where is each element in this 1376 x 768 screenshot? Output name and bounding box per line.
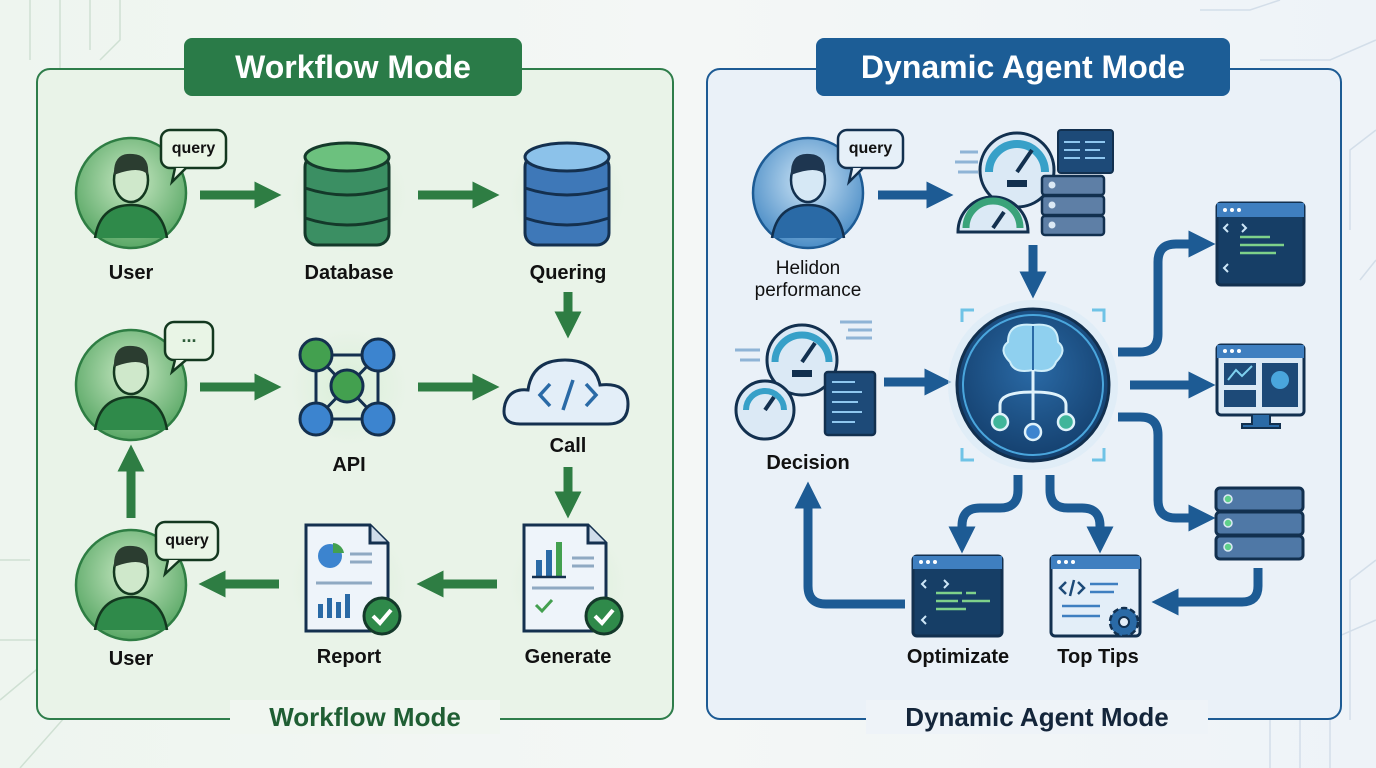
arrow-brain-to-code	[1118, 230, 1216, 357]
arrow-brain-to-toptips	[1045, 475, 1114, 554]
arrow-brain-to-optimize	[948, 475, 1023, 554]
workflow-footer-label: Workflow Mode	[230, 700, 500, 734]
speech-bubble-icon	[163, 320, 215, 376]
arrow-server-to-toptips	[1151, 568, 1263, 616]
bubble-text: query	[848, 140, 893, 157]
api-network-icon	[291, 329, 407, 445]
report-document-icon	[291, 523, 407, 642]
node-label-top-tips: Top Tips	[1057, 646, 1139, 668]
node-label-decision: Decision	[766, 452, 850, 474]
code-window-icon	[1215, 201, 1306, 287]
agent-footer-label: Dynamic Agent Mode	[866, 700, 1208, 734]
user-avatar-icon	[74, 136, 188, 250]
agent-title-badge: Dynamic Agent Mode	[816, 38, 1230, 96]
optimize-code-window-icon	[911, 554, 1004, 638]
generate-document-icon	[510, 523, 626, 642]
performance-gauge-icon	[955, 129, 1114, 237]
bubble-text: ...	[181, 326, 197, 346]
cloud-code-icon	[502, 358, 630, 426]
node-label-user: User	[108, 648, 154, 670]
database-icon	[291, 137, 407, 253]
user-avatar-icon	[74, 328, 188, 442]
node-label-api: API	[332, 454, 366, 476]
node-label-user: User	[108, 262, 154, 284]
gear-icon	[1108, 606, 1140, 638]
speech-bubble-icon	[159, 128, 228, 186]
node-label-database: Database	[304, 262, 394, 284]
dashboard-monitor-icon	[1215, 343, 1306, 429]
speech-bubble-icon	[836, 128, 905, 186]
bubble-text: query	[171, 140, 216, 157]
user-avatar-icon	[751, 136, 865, 250]
database-query-icon	[510, 137, 626, 253]
node-label-helidon-performance: Helidon performance	[754, 258, 862, 301]
arrow-optimize-to-decision	[794, 481, 905, 609]
decision-gauge-icon	[734, 320, 877, 441]
server-stack-icon	[1214, 486, 1305, 561]
arrow-brain-to-server	[1118, 412, 1216, 532]
node-label-generate: Generate	[524, 646, 612, 668]
bubble-text: query	[165, 532, 209, 549]
node-label-optimize: Optimizate	[906, 646, 1010, 668]
node-label-querying: Quering	[529, 262, 607, 284]
node-label-report: Report	[316, 646, 382, 668]
ai-brain-core-icon	[948, 300, 1118, 470]
node-label-call: Call	[549, 435, 587, 457]
workflow-title-badge: Workflow Mode	[184, 38, 522, 96]
speech-bubble-icon	[154, 520, 220, 578]
